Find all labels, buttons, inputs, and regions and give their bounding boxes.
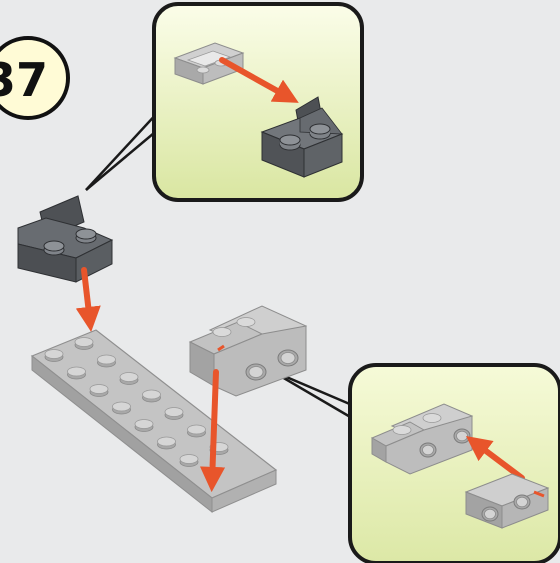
plate-stud-top: [68, 367, 86, 376]
plate-stud-top: [120, 373, 138, 382]
plate-stud-top: [143, 390, 161, 399]
main-dark-bracket-brick: [18, 196, 112, 282]
callout-bottom: [350, 365, 560, 563]
plate-stud-top: [158, 437, 176, 446]
orange-arrow: [84, 270, 90, 322]
plate-stud-top: [75, 338, 93, 347]
plate-stud-top: [188, 425, 206, 434]
orange-arrow: [212, 372, 216, 482]
plate-stud-top: [135, 420, 153, 429]
step-number: 37: [0, 53, 48, 107]
main-light-bracket-brick: [190, 306, 306, 396]
step-number-badge: 37: [0, 38, 68, 118]
callout-leader-top: [86, 110, 160, 190]
callout-top: [154, 4, 362, 200]
plate-stud-top: [90, 385, 108, 394]
plate-stud-top: [45, 350, 63, 359]
plate-stud-top: [165, 408, 183, 417]
plate-stud-top: [98, 355, 116, 364]
plate-stud-top: [180, 455, 198, 464]
plate-stud-top: [113, 402, 131, 411]
